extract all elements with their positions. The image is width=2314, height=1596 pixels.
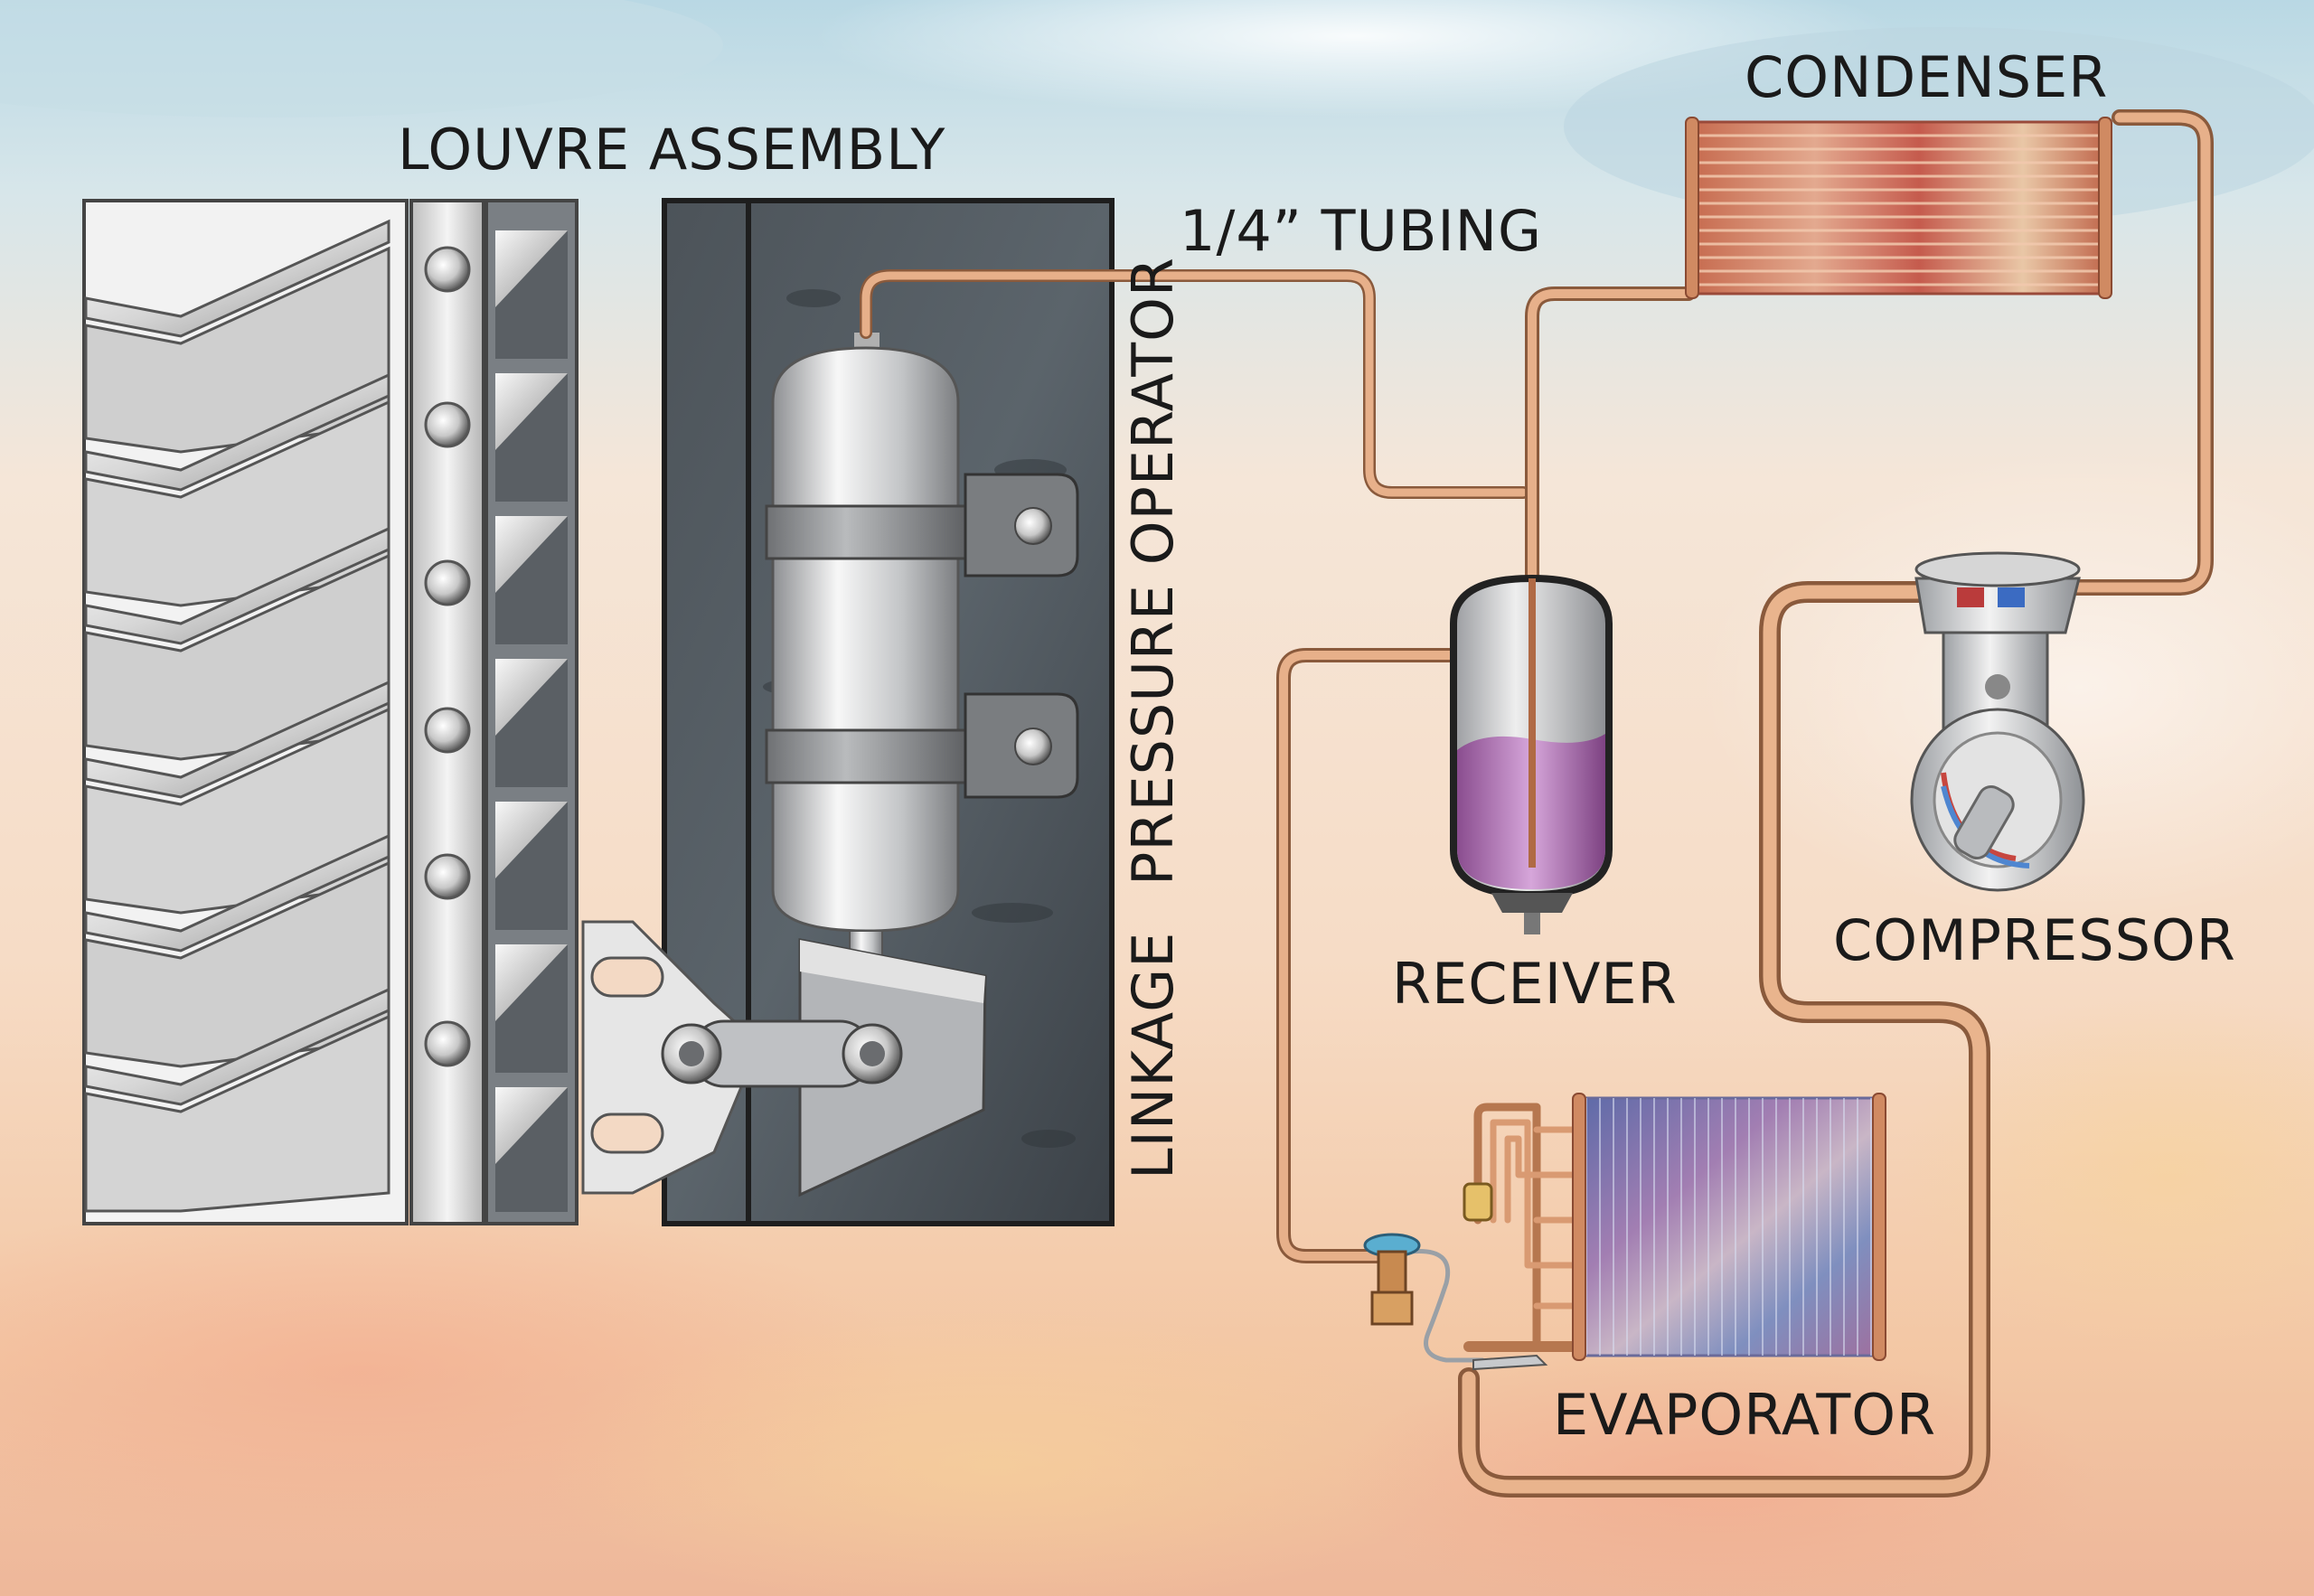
evaporator <box>1572 1093 1886 1361</box>
louvre-assembly-label: LOUVRE ASSEMBLY <box>398 117 946 183</box>
louvre-blades <box>84 219 390 1213</box>
receiver <box>1450 574 1613 934</box>
compressor-label: COMPRESSOR <box>1833 907 2236 973</box>
linkage <box>581 920 903 1195</box>
pressure-operator-label: PRESSURE OPERATOR <box>1120 257 1186 886</box>
louvre-assembly <box>82 199 578 1225</box>
linkage-label: LINKAGE <box>1120 931 1186 1179</box>
frame-bolts <box>424 246 471 1067</box>
compressor <box>1910 551 2085 892</box>
condenser <box>1685 117 2112 299</box>
tubing-label: 1/4” TUBING <box>1180 198 1543 264</box>
evaporator-label: EVAPORATOR <box>1553 1382 1937 1448</box>
louvre-wedges <box>495 230 568 1212</box>
expansion-valve <box>1363 1182 1548 1371</box>
pressure-operator <box>662 198 1115 1226</box>
copper-piping <box>860 109 2214 1497</box>
receiver-label: RECEIVER <box>1392 951 1678 1017</box>
condenser-label: CONDENSER <box>1745 44 2109 110</box>
